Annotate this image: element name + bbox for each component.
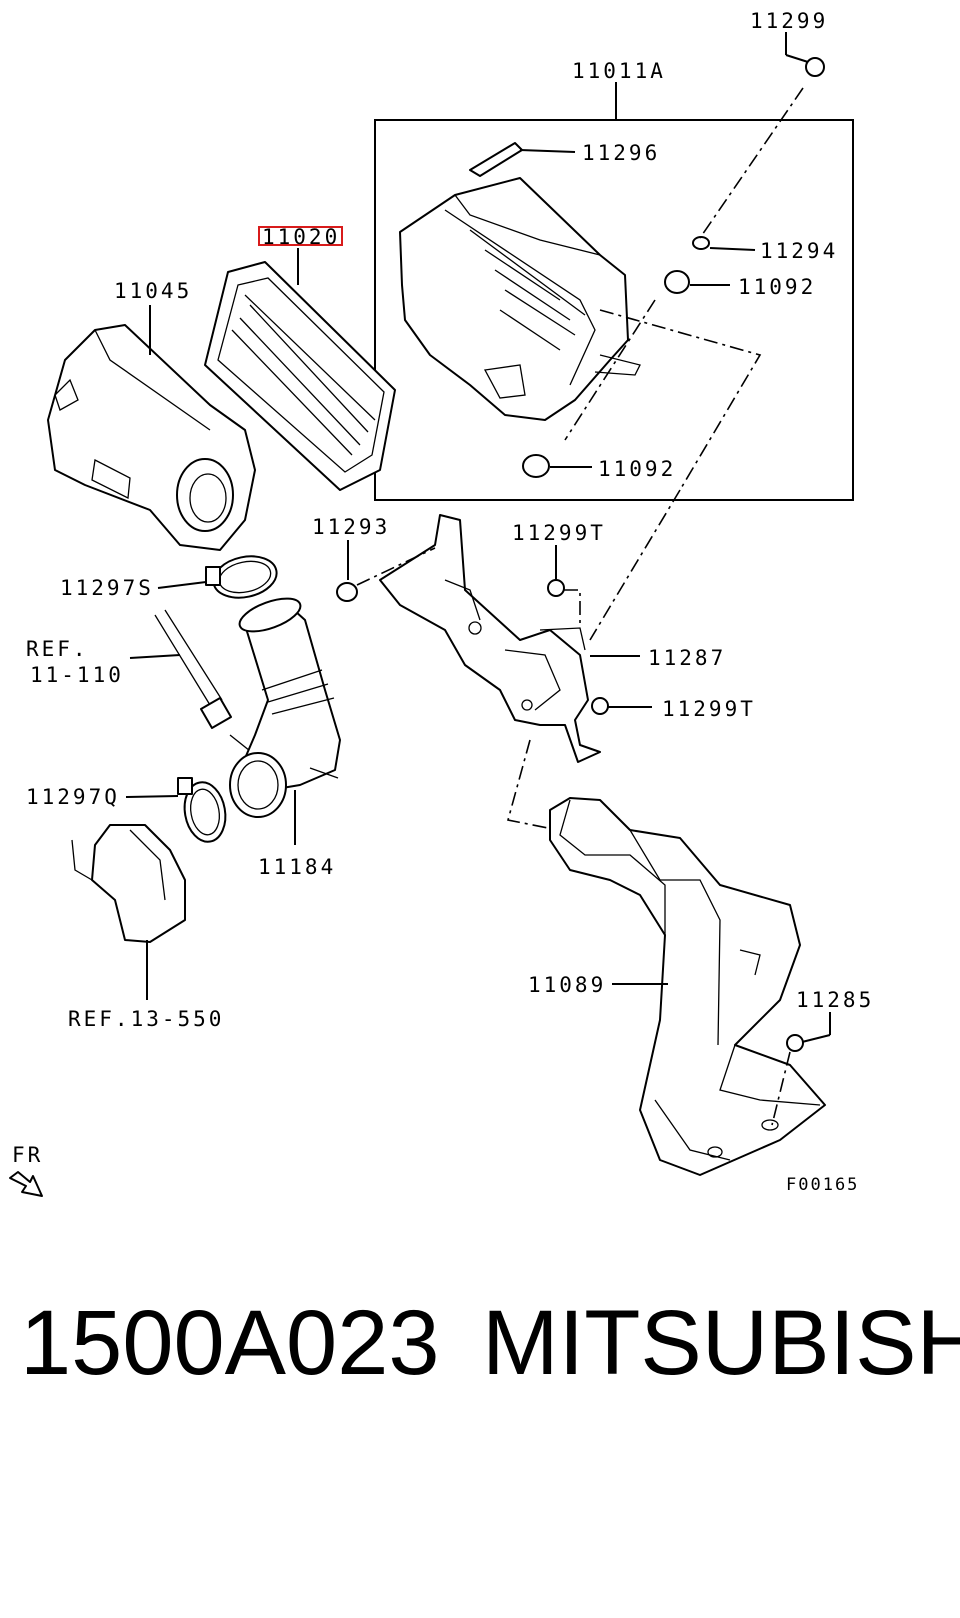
label-11092-lower: 11092 — [598, 457, 676, 481]
label-11296: 11296 — [582, 141, 660, 165]
diagram-code: F00165 — [786, 1175, 859, 1195]
caption: 1500A023 MITSUBISHI — [0, 1288, 960, 1398]
label-ref-1: REF. — [26, 637, 89, 661]
label-11184: 11184 — [258, 855, 336, 879]
bolt-11299t-upper[interactable] — [547, 579, 565, 597]
label-ref-11-110: 11-110 — [30, 663, 124, 687]
bracket-11287-group — [379, 514, 640, 763]
bolt-11299[interactable] — [805, 57, 825, 77]
label-11089: 11089 — [528, 973, 606, 997]
ref-11-110-group — [129, 609, 256, 756]
intake-hose-group — [229, 597, 341, 845]
grommet-11294[interactable] — [692, 236, 710, 250]
air-duct-11089[interactable] — [549, 797, 826, 1176]
label-11285: 11285 — [796, 988, 874, 1012]
ref-13-550-part[interactable] — [91, 824, 186, 943]
parts-diagram: 11299 11011A 11296 11294 11092 11092 110… — [9, 9, 874, 1197]
nut-11293[interactable] — [336, 582, 358, 602]
air-duct-group — [549, 797, 831, 1176]
screw-11285[interactable] — [786, 1034, 804, 1052]
air-cleaner-case-group — [374, 82, 854, 501]
bracket-11287[interactable] — [379, 514, 601, 763]
highlight-11020 — [258, 226, 343, 246]
mount-11092-upper[interactable] — [664, 270, 690, 294]
air-cleaner-cover-group — [47, 305, 256, 551]
label-11299: 11299 — [750, 9, 828, 33]
label-11092-upper: 11092 — [738, 275, 816, 299]
label-11299t-lower: 11299T — [662, 697, 756, 721]
label-11011a: 11011A — [572, 59, 666, 83]
ref-13-550-group — [71, 824, 186, 1000]
clamp-11297q[interactable] — [180, 779, 230, 845]
brand-name: MITSUBISHI — [482, 1292, 960, 1394]
label-11294: 11294 — [760, 239, 838, 263]
front-arrow-icon — [9, 1171, 43, 1197]
label-ref-13-550: REF.13-550 — [68, 1007, 224, 1031]
bolt-11299t-group — [547, 545, 652, 715]
label-11020: 11020 — [262, 225, 340, 249]
label-fr: FR — [12, 1143, 43, 1167]
air-cleaner-case[interactable] — [399, 177, 629, 421]
mount-11092-lower[interactable] — [522, 454, 550, 478]
label-11297s: 11297S — [60, 576, 154, 600]
bolt-11299t-lower[interactable] — [591, 697, 609, 715]
label-11287: 11287 — [648, 646, 726, 670]
air-filter-element-group — [204, 226, 396, 491]
clamp-11297q-group — [125, 777, 230, 845]
strap-11296[interactable] — [469, 142, 523, 177]
clamp-11297s-group — [157, 555, 278, 599]
label-11045: 11045 — [114, 279, 192, 303]
part-number: 1500A023 — [20, 1292, 440, 1394]
label-11299t-upper: 11299T — [512, 521, 606, 545]
label-11293: 11293 — [312, 515, 390, 539]
label-11297q: 11297Q — [26, 785, 120, 809]
bolt-11299-group — [699, 32, 825, 239]
case-frame — [374, 119, 854, 501]
nut-11293-group — [336, 540, 436, 602]
front-arrow-group — [9, 1171, 43, 1197]
air-filter-element[interactable] — [204, 261, 396, 491]
